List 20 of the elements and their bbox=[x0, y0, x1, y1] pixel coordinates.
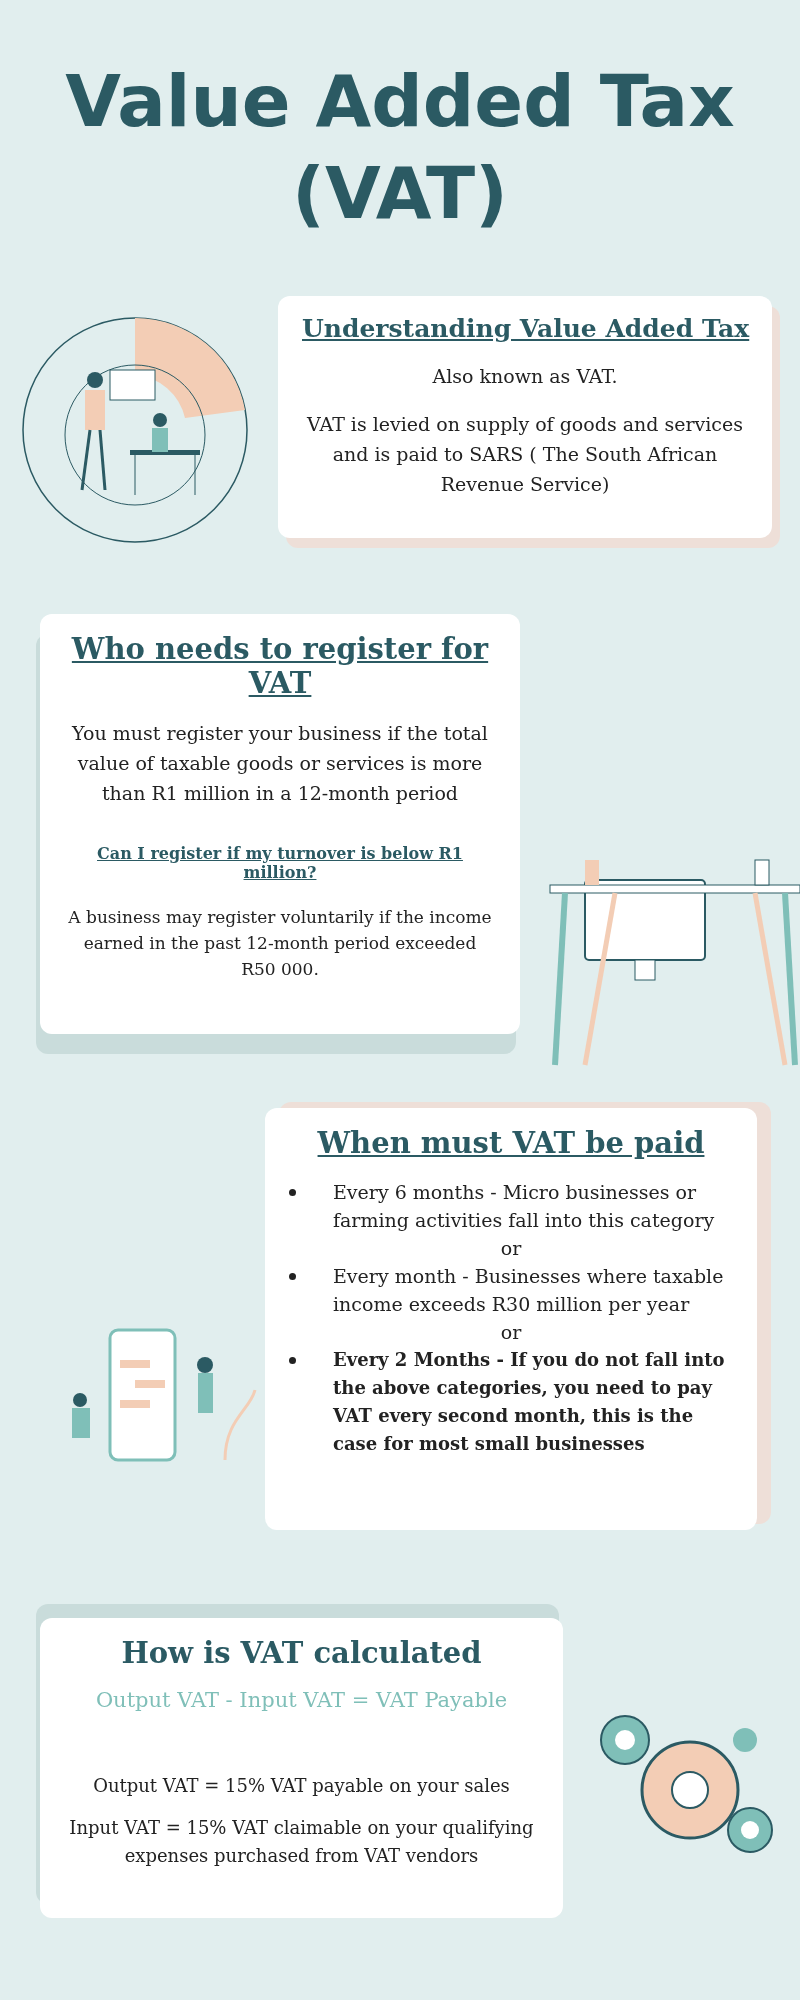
bullet-item: Every 2 Months - If you do not fall into the above categories, you need to pay VAT every second month, this is the case for most small businesses bbox=[333, 1348, 726, 1456]
section-heading: Understanding Value Added Tax bbox=[302, 314, 748, 343]
section-heading: How is VAT calculated bbox=[120, 1636, 483, 1670]
info-card bbox=[278, 296, 772, 538]
info-card bbox=[40, 1618, 563, 1918]
info-card bbox=[265, 1108, 757, 1530]
body-text: You must register your business if the total value of taxable goods or services is more than R1 million in a 12-month period bbox=[70, 721, 489, 806]
definition-text: Input VAT = 15% VAT claimable on your qualifying expenses purchased from VAT vendors bbox=[68, 1816, 535, 1868]
connector-word: or bbox=[499, 1236, 523, 1261]
body-text: VAT is levied on supply of goods and services and is paid to SARS ( The South African Revenue Service) bbox=[305, 412, 744, 497]
info-card bbox=[40, 614, 520, 1034]
formula-text: Output VAT - Input VAT = VAT Payable bbox=[94, 1688, 509, 1712]
section-heading: When must VAT be paid bbox=[316, 1126, 706, 1160]
definition-text: Output VAT = 15% VAT payable on your sales bbox=[92, 1774, 511, 1798]
title: Value Added Tax (VAT) bbox=[64, 58, 736, 237]
question-text: Can I register if my turnover is below R1 million? bbox=[96, 844, 464, 882]
connector-word: or bbox=[499, 1320, 523, 1345]
body-text: Also known as VAT. bbox=[431, 364, 619, 389]
section-heading: Who needs to register for VAT bbox=[70, 632, 490, 700]
body-text: A business may register voluntarily if the income earned in the past 12-month period exceeded R50 000. bbox=[67, 906, 493, 981]
